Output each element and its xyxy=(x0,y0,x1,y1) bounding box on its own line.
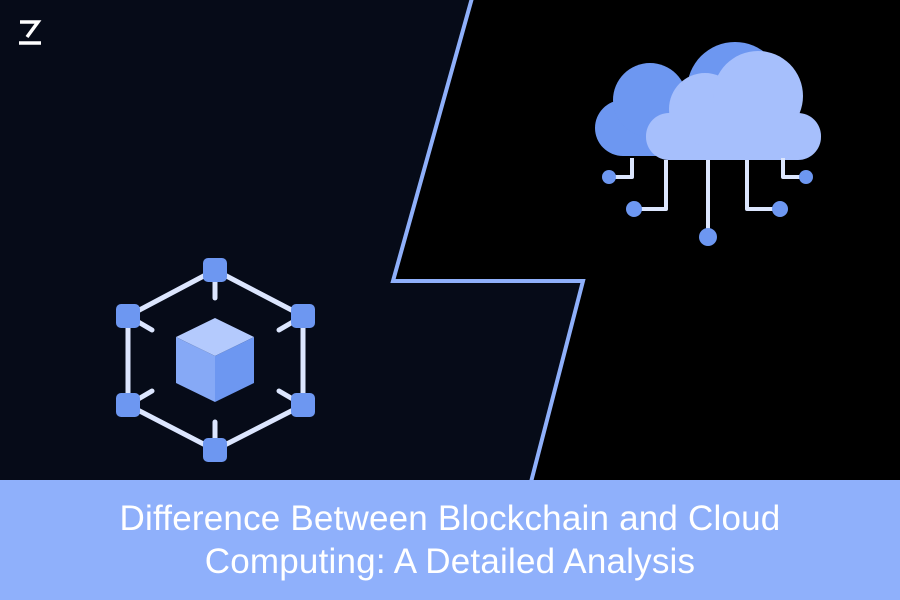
blockchain-network-icon xyxy=(116,258,315,462)
title-line-1: Difference Between Blockchain and Cloud xyxy=(119,499,781,538)
lightning-divider xyxy=(390,0,586,483)
title-banner: Difference Between Blockchain and Cloud … xyxy=(0,480,900,600)
title-line-2: Computing: A Detailed Analysis xyxy=(204,542,696,581)
cloud-computing-icon xyxy=(595,42,821,246)
brand-logo-icon xyxy=(19,20,42,45)
